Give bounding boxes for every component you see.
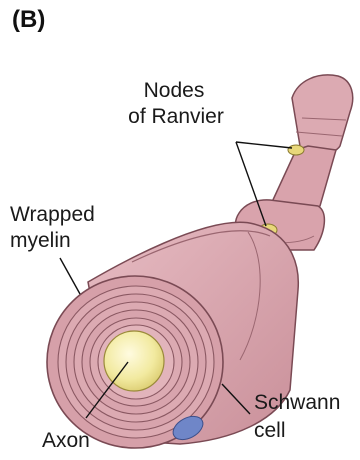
panel-label: (B) bbox=[12, 6, 45, 34]
node-of-ranvier-upper bbox=[288, 145, 304, 155]
label-schwann-line1: Schwann bbox=[254, 390, 340, 416]
label-schwann-line2: cell bbox=[254, 418, 286, 444]
leader-nodes-b bbox=[236, 142, 292, 148]
label-nodes-line2: of Ranvier bbox=[116, 104, 236, 130]
label-myelin-line1: Wrapped bbox=[10, 202, 95, 228]
label-nodes-line1: Nodes bbox=[134, 78, 214, 104]
label-axon: Axon bbox=[42, 428, 90, 454]
leader-myelin bbox=[60, 258, 80, 294]
label-myelin-line2: myelin bbox=[10, 228, 71, 254]
distal-segment-tip bbox=[292, 75, 353, 154]
